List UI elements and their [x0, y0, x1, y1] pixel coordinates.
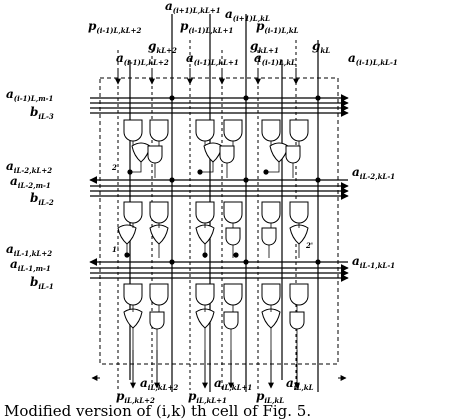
top-input-arrows [115, 68, 299, 85]
top-label-a-im1-klm1: a(i-1)L,kL-1 [348, 51, 398, 67]
cell-boundary [99, 77, 339, 365]
bottom-label-a-il-kl1: aiL,kL+1 [214, 376, 252, 392]
gate-blocks [117, 119, 309, 330]
left-label-a-il1-m1: aiL-1,m-1 [10, 257, 51, 273]
node-marks: 2 1' 2' [111, 163, 313, 254]
right-label-a-il2-klm1: aiL-2,kL-1 [352, 165, 395, 181]
top-label-p-im1-kl2: p(i-1)L,kL+2 [88, 19, 141, 35]
bottom-label-p-il-kl2: piL,kL+2 [116, 389, 155, 405]
top-label-g-kl2: gkL+2 [148, 39, 177, 55]
top-label-a-im1-kl1: a(i-1)L,kL+1 [186, 51, 239, 67]
left-label-a-il2-m1: aiL-2,m-1 [10, 174, 51, 190]
left-label-a-il2-kl2: aiL-2,kL+2 [6, 159, 52, 175]
left-label-b-il3: biL-3 [30, 105, 54, 121]
right-label-a-il1-klm1: aiL-1,kL-1 [352, 254, 395, 270]
bottom-labels: piL,kL+2 aiL,kL+2 piL,kL+1 aiL,kL+1 piL,… [116, 376, 314, 405]
bottom-label-p-il-kl1: piL,kL+1 [188, 389, 227, 405]
left-label-b-il2: biL-2 [30, 191, 54, 207]
top-label-a-im1-kl: a(i-1)L,kL [254, 51, 296, 67]
left-label-a-im1-m1: a(i-1)L,m-1 [6, 87, 53, 103]
bottom-label-a-il-kl2: aiL,kL+2 [140, 376, 178, 392]
mark-2p: 2' [305, 241, 313, 250]
figure-caption: Modified version of (i,k) th cell of Fig… [4, 402, 311, 420]
top-label-g-kl: gkL [312, 39, 330, 55]
mark-1p: 1' [112, 245, 119, 254]
top-label-p-im1-kl1: p(i-1)L,kL+1 [180, 19, 233, 35]
top-label-g-kl1: gkL+1 [250, 39, 279, 55]
top-label-a-im1-kl2: a(i-1)L,kL+2 [116, 51, 169, 67]
top-label-p-im1-kl: p(i-1)L,kL [256, 19, 299, 35]
top-label-a-i1-kl: a(i+1)L,kL [225, 7, 270, 23]
row-buses [89, 94, 349, 282]
top-labels: a(i+1)L,kL+1 p(i-1)L,kL+2 p(i-1)L,kL+1 a… [88, 0, 398, 67]
left-label-b-il1: biL-1 [30, 275, 54, 291]
bottom-label-a-il-kl: aiL,kL [286, 376, 314, 392]
junction-dots [124, 95, 321, 265]
top-label-a-i1-kl1: a(i+1)L,kL+1 [165, 0, 221, 15]
right-labels: aiL-2,kL-1 aiL-1,kL-1 [352, 165, 395, 270]
bottom-output-arrows [91, 350, 347, 389]
bottom-label-p-il-kl: piL,kL [256, 389, 284, 405]
left-labels: a(i-1)L,m-1 biL-3 aiL-2,kL+2 aiL-2,m-1 b… [6, 87, 54, 291]
mark-2: 2 [111, 163, 117, 172]
left-label-a-il1-kl2: aiL-1,kL+2 [6, 242, 52, 258]
